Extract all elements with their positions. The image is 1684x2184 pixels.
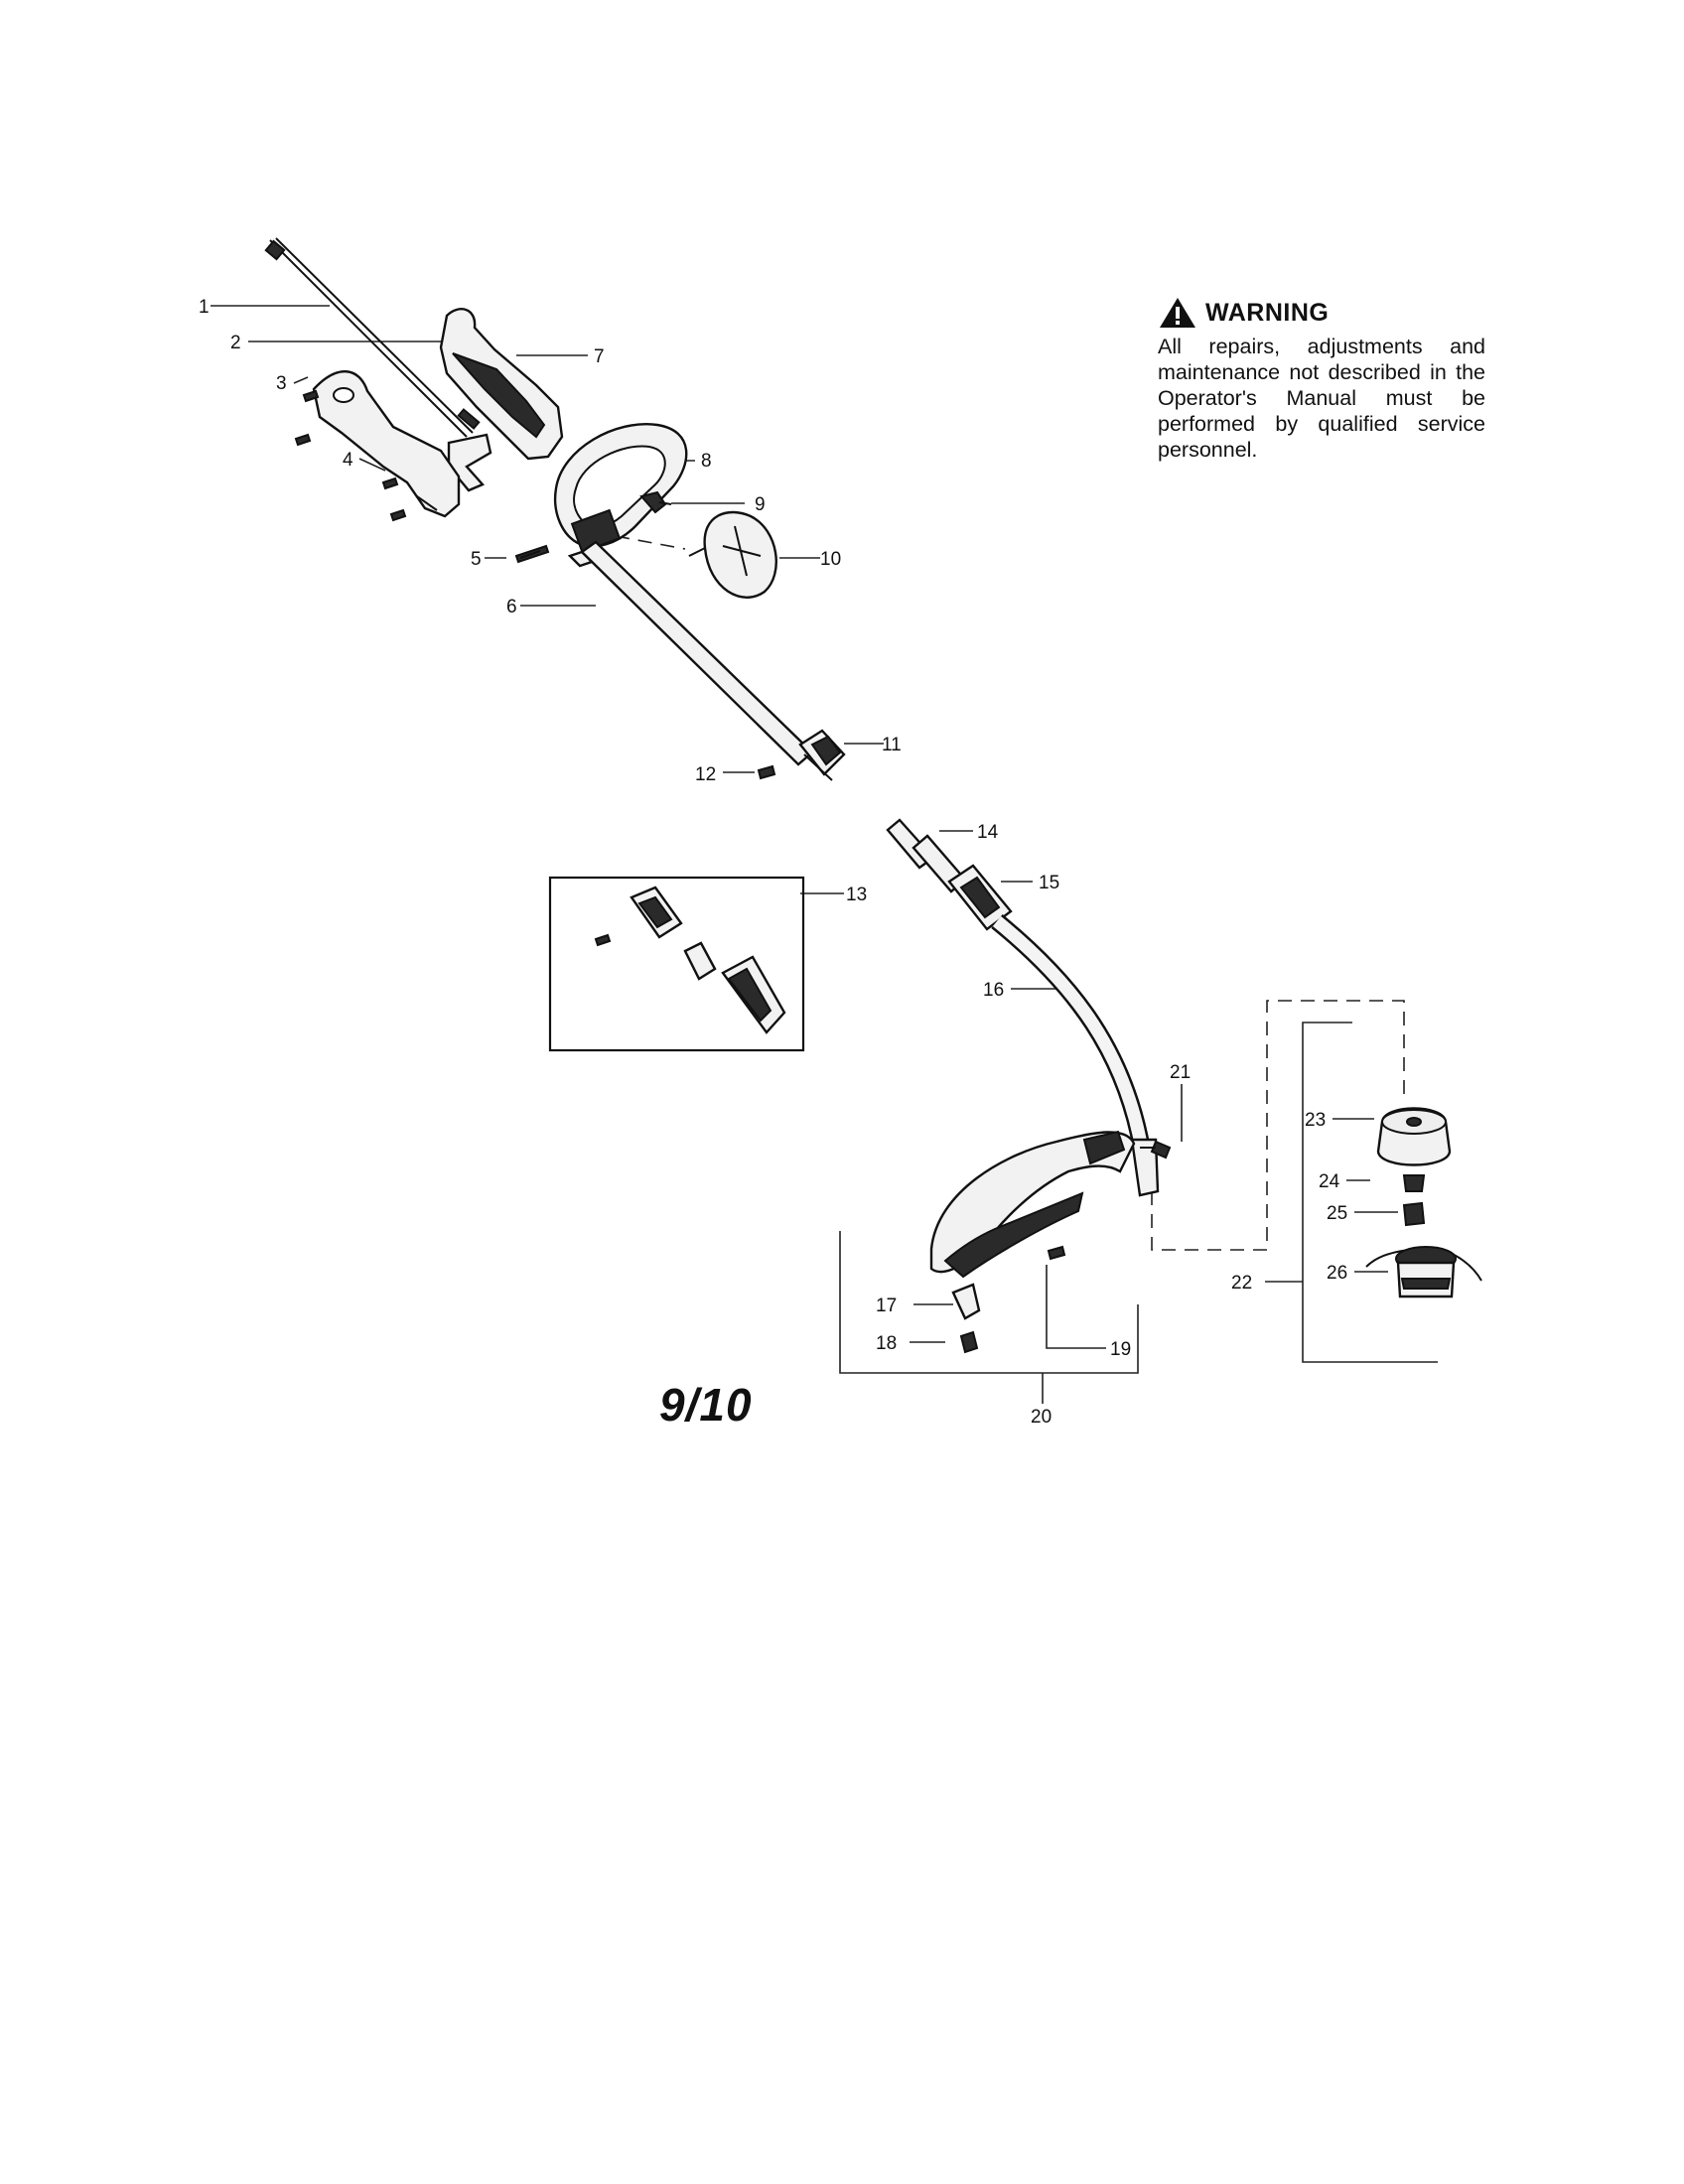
callout-1: 1 (199, 297, 210, 318)
page-number: 9/10 (659, 1379, 753, 1431)
coupler (798, 729, 846, 781)
warning-notice: WARNING All repairs, adjustments and mai… (1158, 296, 1485, 463)
callout-3: 3 (276, 373, 287, 394)
leader-lines (210, 305, 1438, 1404)
wing-screw (1140, 1140, 1172, 1160)
cutter-head-plate (688, 510, 777, 599)
wing-knob (639, 490, 672, 514)
callout-23: 23 (1305, 1110, 1326, 1131)
callout-10: 10 (820, 549, 841, 570)
washer-eyelet (1402, 1201, 1426, 1227)
coupler-pin (757, 764, 776, 780)
lower-shaft-tip (886, 818, 967, 893)
callout-5: 5 (471, 549, 482, 570)
warning-triangle-icon (1160, 298, 1195, 328)
callout-22: 22 (1231, 1273, 1252, 1294)
callout-14: 14 (977, 822, 999, 843)
guard-screws (959, 1245, 1066, 1354)
callout-16: 16 (983, 980, 1004, 1001)
callout-26: 26 (1327, 1263, 1347, 1284)
shaft-collar (947, 864, 1013, 931)
callout-19: 19 (1110, 1339, 1131, 1360)
callout-11: 11 (882, 735, 902, 755)
callout-18: 18 (876, 1333, 897, 1354)
callout-25: 25 (1327, 1203, 1347, 1224)
handle-screws (294, 389, 407, 522)
spool-cover (1376, 1107, 1452, 1166)
callout-24: 24 (1319, 1171, 1340, 1192)
callout-12: 12 (695, 764, 716, 785)
callout-17: 17 (876, 1296, 897, 1316)
spring (1402, 1174, 1426, 1192)
callout-labels: 1 2 3 4 5 6 7 8 9 10 11 12 13 14 15 16 1… (199, 297, 1347, 1428)
handle-half-left (312, 370, 461, 518)
bolt (514, 544, 550, 564)
upper-shaft (567, 540, 814, 766)
curved-shaft (991, 914, 1160, 1197)
spool-with-line (1365, 1246, 1482, 1298)
callout-21: 21 (1170, 1062, 1191, 1083)
callout-9: 9 (755, 494, 766, 515)
handle-half-right (439, 308, 564, 461)
callout-13: 13 (846, 885, 867, 905)
guard (929, 1130, 1136, 1279)
callout-6: 6 (506, 597, 517, 617)
callout-7: 7 (594, 346, 605, 367)
callout-2: 2 (230, 333, 241, 353)
callout-8: 8 (701, 451, 712, 472)
coupler-kit-box (548, 876, 805, 1052)
assist-handle (553, 423, 688, 554)
guard-blade (951, 1283, 981, 1320)
warning-heading: WARNING (1158, 296, 1485, 330)
warning-title: WARNING (1205, 298, 1330, 327)
callout-15: 15 (1039, 873, 1059, 893)
throttle-cable (264, 237, 481, 438)
callout-20: 20 (1031, 1407, 1052, 1428)
warning-body: All repairs, adjustments and maintenance… (1158, 335, 1485, 462)
callout-4: 4 (343, 450, 353, 471)
